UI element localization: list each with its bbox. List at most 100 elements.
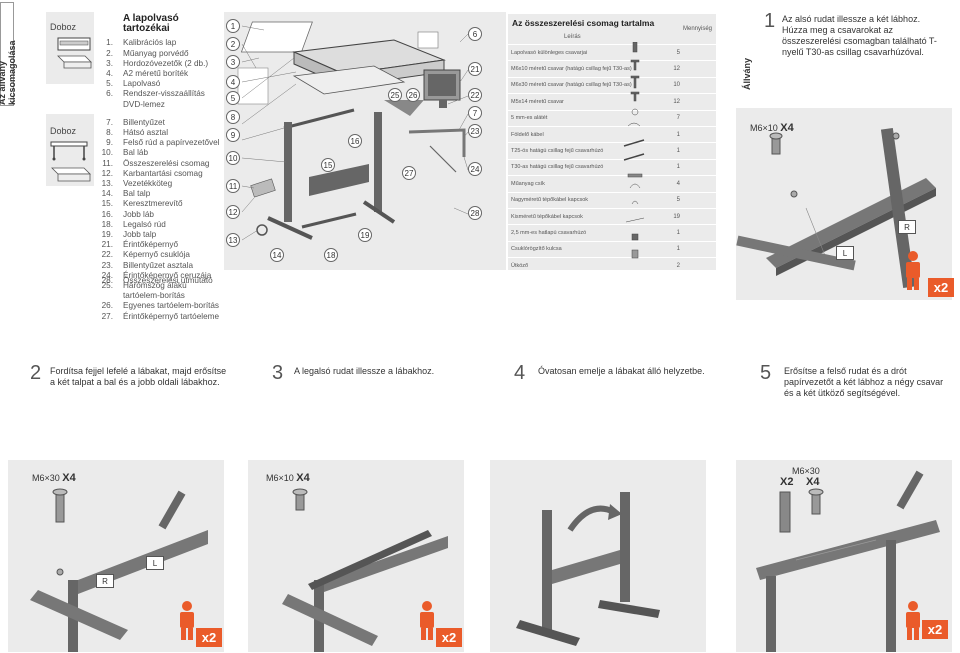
callout-8: 8 (226, 110, 240, 124)
list-item: 11.Összeszerelési csomag (102, 158, 210, 168)
label-L: L (836, 246, 854, 260)
callout-15: 15 (321, 158, 335, 172)
list-item: 15.Keresztmerevítő (101, 199, 183, 209)
list-item: 4.A2 méretű boríték (106, 69, 189, 79)
list-item: 5.Lapolvasó (106, 79, 161, 89)
callout-4: 4 (226, 75, 240, 89)
list-item: 12.Karbantartási csomag (101, 168, 203, 178)
unpack-tab: Az állvány kicsomagolása (0, 2, 17, 106)
step5-number: 5 (760, 362, 772, 384)
unpack-tab-label: Az állvány kicsomagolása (0, 40, 17, 105)
callout-18: 18 (324, 248, 338, 262)
step3-text: A legalsó rudat illessze a lábakhoz. (294, 366, 435, 376)
list-item: 23.Billentyűzet asztala (101, 260, 194, 270)
table-row: M6x30 méretű csavar (hatágú csillag fejű… (508, 76, 716, 93)
list-item: 24.Érintőképernyő ceruzája (101, 270, 212, 280)
list-item: tartóelem-borítás (123, 291, 185, 301)
x2-badge: x2 (922, 620, 948, 639)
callout-22: 22 (468, 88, 482, 102)
callout-5: 5 (226, 91, 240, 105)
x2-badge: x2 (436, 628, 462, 647)
callout-24: 24 (468, 162, 482, 176)
step4-drawing (516, 492, 660, 646)
top-panel: Az állvány kicsomagolása Doboz Doboz A l… (0, 0, 960, 321)
person-icon (420, 601, 434, 640)
callout-12: 12 (226, 205, 240, 219)
scanner-box-icon (57, 37, 92, 69)
step4-illustration (490, 460, 706, 652)
callout-9: 9 (226, 128, 240, 142)
label-R: R (96, 574, 114, 588)
person-icon (906, 251, 920, 290)
list-item: 25.Háromszög alakú (101, 281, 187, 291)
list-item: 16.Jobb láb (101, 209, 154, 219)
qty-header: Mennyiség (682, 26, 712, 32)
person-icon (180, 601, 194, 640)
parts-title: A lapolvasó tartozékai (123, 13, 179, 35)
stand-box-icon (50, 141, 91, 182)
list-item: 19.Jobb talp (101, 230, 157, 240)
list-item: 27.Érintőképernyő tartóeleme (101, 311, 220, 321)
list-item: 2.Műanyag porvédő (106, 48, 189, 58)
step3-number: 3 (272, 362, 284, 384)
list-item: 7.Billentyűzet (106, 117, 165, 127)
step1-screw-label: M6×10 X4 (750, 122, 794, 134)
list-item: DVD-lemez (123, 99, 165, 109)
step5-screw-size: M6×30 (792, 466, 820, 476)
callout-14: 14 (270, 248, 284, 262)
step2-screw-label: M6×30 X4 (32, 472, 76, 484)
list-item: 9.Felső rúd a papírvezetővel (106, 138, 220, 148)
callout-10: 10 (226, 151, 240, 165)
doboz-label-1: Doboz (50, 22, 77, 32)
callout-3: 3 (226, 55, 240, 69)
list-item: 14.Bal talp (101, 189, 151, 199)
table-row: M6x10 méretű csavar (hatágú csillag fejű… (508, 60, 716, 76)
table-part-icons (623, 42, 645, 259)
allvany-tab: Állvány (740, 34, 754, 114)
list-item: 10.Bal láb (101, 148, 149, 158)
list-item: 13.Vezetékköteg (101, 179, 173, 189)
person-icon (906, 601, 920, 640)
callout-27: 27 (402, 166, 416, 180)
step5-drawing (756, 470, 940, 652)
table-header: Az összeszerelési csomag tartalma Mennyi… (508, 14, 716, 34)
step4-text: Óvatosan emelje a lábakat álló helyzetbe… (538, 366, 705, 376)
step1-number: 1 (764, 10, 776, 32)
step2-text: Fordítsa fejjel lefelé a lábakat, majd e… (50, 366, 227, 387)
step1-text: Az alsó rudat illessze a két lábhoz. Húz… (782, 14, 937, 57)
desc-header: Leírás (564, 34, 581, 40)
callout-6: 6 (468, 27, 482, 41)
callout-13: 13 (226, 233, 240, 247)
list-item: 6.Rendszer-visszaállítás (106, 89, 205, 99)
list-item: 22.Képernyő csuklója (101, 250, 190, 260)
step1-drawing (736, 127, 936, 289)
callout-11: 11 (226, 179, 240, 193)
list-item: 8.Hátsó asztal (106, 128, 169, 138)
step5-text: Erősítse a felső rudat és a drót papírve… (784, 366, 944, 398)
callout-28: 28 (468, 206, 482, 220)
list-item: 21.Érintőképernyő (101, 240, 179, 250)
x2-badge: x2 (928, 278, 954, 297)
callout-7: 7 (468, 106, 482, 120)
callout-25: 25 (388, 88, 402, 102)
allvany-tab-label: Állvány (742, 58, 752, 91)
assembly-kit-table: Az összeszerelési csomag tartalma Mennyi… (508, 14, 716, 270)
label-R: R (898, 220, 916, 234)
x2-badge: x2 (196, 628, 222, 647)
callout-21: 21 (468, 62, 482, 76)
list-item: 1.Kalibrációs lap (106, 38, 177, 48)
parts-last-item: 28.Összeszerelési útmutató (101, 276, 213, 285)
parts-list: A lapolvasó tartozékai 1.Kalibrációs lap… (95, 13, 225, 322)
list-item: 18.Legalsó rúd (101, 219, 166, 229)
table-title: Az összeszerelési csomag tartalma (512, 18, 655, 28)
callout-26: 26 (406, 88, 420, 102)
